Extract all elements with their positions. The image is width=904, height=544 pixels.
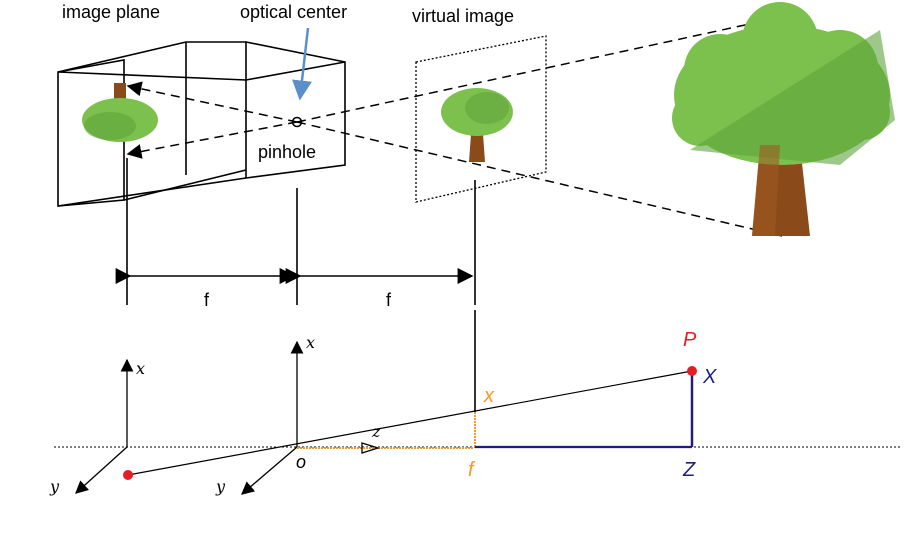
image-x-label: x — [483, 385, 495, 407]
projection-lines — [126, 19, 783, 237]
camera-box — [57, 41, 346, 207]
small-tree-icon — [441, 88, 513, 162]
projection-ray — [127, 370, 693, 476]
mid-x-axis-label: x — [306, 333, 315, 352]
virtual-image-plane — [415, 35, 547, 203]
focal-length-label-right: f — [386, 290, 392, 310]
optical-center-arrow — [292, 27, 312, 101]
depth-Z-label: Z — [682, 459, 696, 481]
point-X-label: X — [702, 366, 717, 388]
inverted-tree-icon — [82, 83, 158, 142]
point-P-label: P — [683, 329, 697, 351]
large-tree-icon — [672, 2, 895, 236]
left-x-axis-label: x — [136, 359, 145, 378]
mid-y-axis-label: y — [215, 477, 226, 496]
focal-f-label: f — [468, 459, 476, 481]
world-point — [687, 366, 697, 376]
virtual-image-label: virtual image — [412, 6, 514, 26]
focal-dimensions — [115, 158, 476, 305]
focal-length-label-left: f — [204, 290, 210, 310]
camera-coordinate-frame — [241, 340, 304, 495]
optical-center-label: optical center — [240, 2, 347, 22]
pinhole-label: pinhole — [258, 142, 316, 162]
projected-point — [123, 470, 133, 480]
z-arrow-icon — [361, 442, 381, 454]
left-coordinate-frame — [75, 358, 134, 494]
image-plane-label: image plane — [62, 2, 160, 22]
origin-label: o — [296, 452, 306, 472]
left-y-axis-label: y — [49, 477, 60, 496]
z-axis-label: z — [371, 422, 381, 441]
